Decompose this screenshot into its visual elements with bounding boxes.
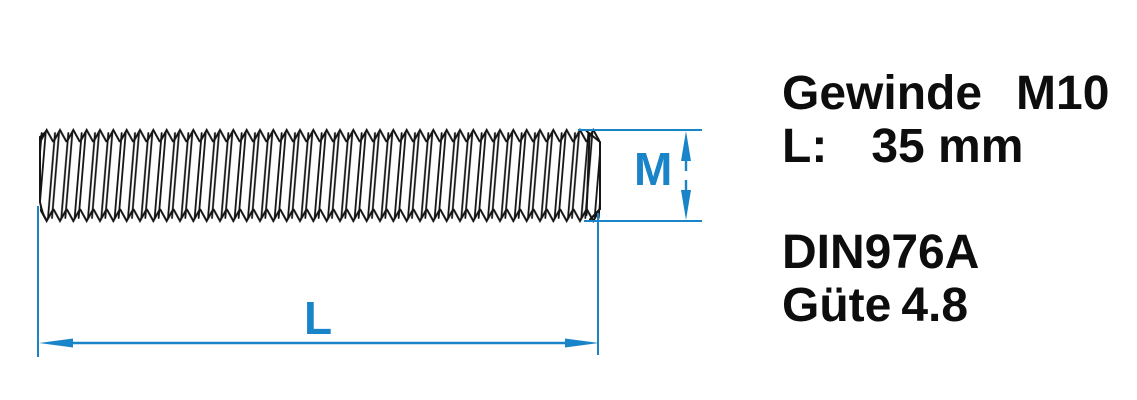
spec-label-gewinde: Gewinde bbox=[782, 67, 983, 120]
spec-row-length: L: 35 mm bbox=[782, 120, 1109, 173]
dimension-m-label: M bbox=[634, 143, 673, 195]
spec-value-length: 35 mm bbox=[871, 120, 1024, 173]
spec-value-gewinde: M10 bbox=[1016, 67, 1110, 120]
spec-label-length: L: bbox=[782, 120, 828, 173]
arrowhead-right-icon bbox=[565, 338, 599, 348]
spec-text-block-top: Gewinde M10 L: 35 mm bbox=[782, 67, 1109, 173]
thread-pattern bbox=[40, 128, 600, 223]
arrowhead-down-icon bbox=[681, 190, 691, 220]
arrowhead-up-icon bbox=[681, 131, 691, 161]
dimension-l-linework bbox=[37, 206, 599, 357]
threaded-rod bbox=[39, 128, 601, 223]
dimension-m-linework bbox=[578, 129, 702, 222]
spec-row-gewinde: Gewinde M10 bbox=[782, 67, 1109, 120]
spec-label-din: DIN976A bbox=[782, 226, 980, 279]
dimension-l-label: L bbox=[304, 292, 333, 344]
spec-label-guete: Güte bbox=[782, 279, 892, 332]
rod-right-end bbox=[585, 130, 601, 221]
arrowhead-left-icon bbox=[39, 338, 73, 348]
spec-row-din: DIN976A bbox=[782, 226, 979, 279]
rod-left-end bbox=[39, 130, 48, 221]
spec-value-guete: 4.8 bbox=[901, 279, 969, 332]
